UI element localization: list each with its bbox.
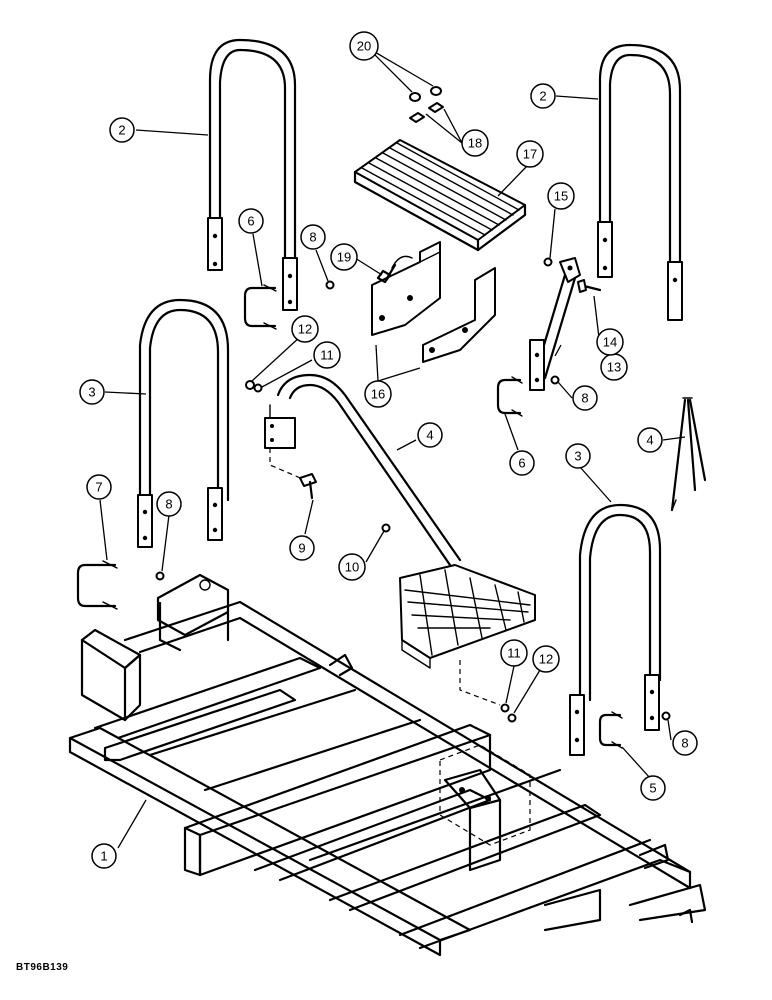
callout-16: 16	[364, 380, 392, 408]
callout-19: 19	[330, 243, 358, 271]
main-frame	[68, 573, 707, 957]
svg-text:13: 13	[607, 360, 621, 375]
callout-13: 13	[600, 353, 628, 381]
svg-text:8: 8	[165, 497, 172, 512]
svg-text:9: 9	[298, 541, 305, 556]
u-bolt-center	[496, 376, 523, 417]
callout-4-ladder: 4	[417, 422, 443, 448]
callout-11-lower: 11	[500, 639, 528, 667]
svg-text:2: 2	[539, 89, 546, 104]
svg-text:2: 2	[118, 123, 125, 138]
svg-text:4: 4	[426, 428, 433, 443]
svg-text:15: 15	[554, 189, 568, 204]
fasteners	[155, 257, 671, 723]
callout-9: 9	[289, 535, 315, 561]
figure-code: BT96B139	[16, 962, 69, 973]
svg-text:20: 20	[357, 39, 371, 54]
svg-text:8: 8	[581, 391, 588, 406]
u-bolt-upper-left	[243, 284, 277, 330]
svg-text:6: 6	[247, 214, 254, 229]
handrail-right-lower	[569, 503, 662, 756]
svg-text:7: 7	[95, 480, 102, 495]
u-bolt-left	[76, 560, 118, 610]
callout-12-lower: 12	[532, 645, 560, 673]
svg-text:16: 16	[371, 387, 385, 402]
callout-3-right: 3	[565, 443, 591, 469]
callout-8-center: 8	[572, 385, 598, 411]
callout-5: 5	[640, 775, 666, 801]
bolt-19	[376, 255, 413, 284]
svg-text:10: 10	[345, 560, 359, 575]
callout-2-left: 2	[109, 117, 135, 143]
callout-3-left: 3	[79, 379, 105, 405]
callout-6-center: 6	[509, 450, 535, 476]
svg-text:5: 5	[649, 781, 656, 796]
svg-text:12: 12	[298, 322, 312, 337]
callout-2-right: 2	[530, 83, 556, 109]
step-brackets	[371, 241, 496, 363]
support-link	[529, 257, 602, 391]
leader-lines	[99, 47, 686, 849]
svg-text:11: 11	[320, 348, 334, 363]
ladder	[264, 373, 536, 706]
callout-1: 1	[91, 843, 117, 869]
callout-11-upper: 11	[313, 341, 341, 369]
handrail-right-upper	[597, 43, 683, 322]
svg-text:18: 18	[468, 136, 482, 151]
svg-text:1: 1	[100, 849, 107, 864]
callout-20: 20	[349, 31, 379, 61]
ladder-side-view	[670, 397, 707, 512]
hardware-top	[409, 86, 444, 123]
svg-text:11: 11	[507, 646, 521, 661]
callout-4-side: 4	[637, 427, 663, 453]
svg-text:6: 6	[518, 456, 525, 471]
step-grating-upper	[353, 139, 527, 252]
svg-text:14: 14	[603, 335, 617, 350]
callout-12-upper: 12	[291, 315, 319, 343]
callout-8-right: 8	[672, 730, 698, 756]
callout-17: 17	[516, 140, 544, 168]
callout-8-upper: 8	[300, 224, 326, 250]
svg-text:12: 12	[539, 652, 553, 667]
svg-text:19: 19	[337, 250, 351, 265]
handrail-left-lower	[137, 298, 230, 548]
callout-18: 18	[461, 129, 489, 157]
callout-6-upper: 6	[238, 208, 264, 234]
callout-15: 15	[547, 182, 575, 210]
u-bolt-right	[598, 711, 623, 749]
handrail-left-upper	[207, 38, 298, 311]
svg-text:3: 3	[574, 449, 581, 464]
svg-text:8: 8	[681, 736, 688, 751]
svg-text:8: 8	[309, 230, 316, 245]
callout-10: 10	[338, 553, 366, 581]
callout-8-left: 8	[156, 491, 182, 517]
svg-text:3: 3	[88, 385, 95, 400]
callout-7: 7	[86, 474, 112, 500]
svg-text:17: 17	[523, 147, 537, 162]
svg-text:4: 4	[646, 433, 653, 448]
callout-14: 14	[596, 328, 624, 356]
